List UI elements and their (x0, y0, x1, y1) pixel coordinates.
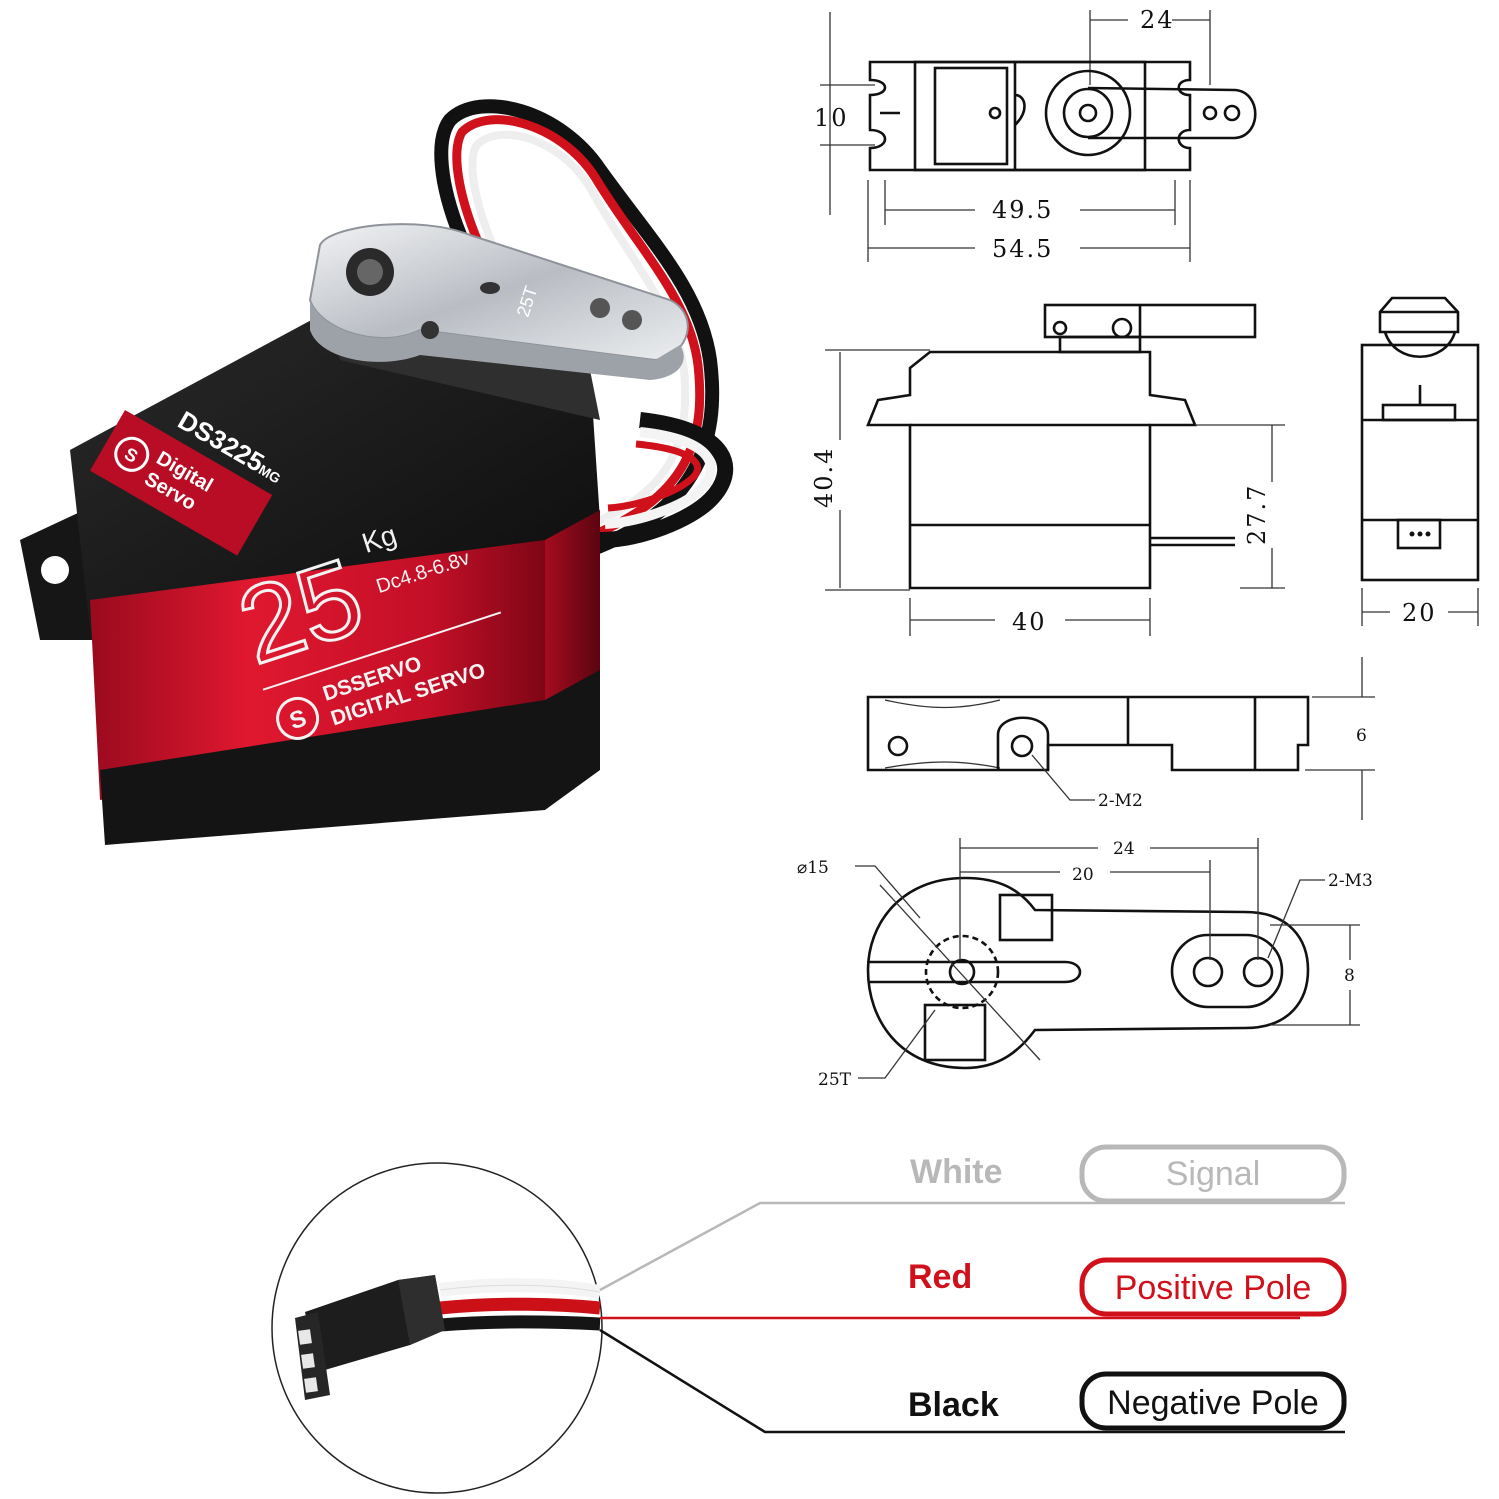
dim-horn-2-m2: 2-M2 (1098, 791, 1143, 811)
black-leader-line (599, 1328, 1345, 1434)
wire-role-signal: Signal (1166, 1155, 1261, 1193)
servo-cable (434, 99, 734, 567)
dim-front-40-4: 40.4 (810, 447, 838, 508)
drawing-top-view: 24 10 49.5 54.5 (814, 6, 1257, 263)
servo-top-cap (70, 310, 600, 630)
servo-bottom (100, 670, 600, 845)
dim-horn-24: 24 (1113, 839, 1135, 859)
model-label-box (90, 410, 273, 556)
wire-color-red: Red (908, 1258, 972, 1296)
dim-horn-2-m3: 2-M3 (1328, 871, 1373, 891)
pill-negative (1079, 1371, 1347, 1431)
drawing-side-view: 20 (1360, 296, 1480, 627)
servo-connector (295, 1275, 445, 1400)
dim-horn-20: 20 (1072, 865, 1094, 885)
dim-horn-diameter: ⌀15 (797, 858, 829, 878)
dim-side-20: 20 (1402, 599, 1437, 627)
drawing-horn-side: 6 2-M2 (866, 657, 1375, 820)
wire-color-black: Black (908, 1386, 999, 1424)
dim-top-10: 10 (814, 104, 849, 132)
wire-role-positive: Positive Pole (1115, 1269, 1312, 1307)
dim-top-49-5: 49.5 (992, 196, 1053, 224)
svg-text:S: S (286, 705, 310, 736)
brand-logo-icon (114, 436, 150, 472)
servo-photo: DS3225 MG S Digital Servo 25 Kg Dc4.8-6.… (20, 99, 734, 845)
wiring-diagram: White Signal Red Positive Pole Black Neg… (271, 1144, 1347, 1494)
pill-positive (1079, 1257, 1347, 1317)
pill-signal (1079, 1144, 1347, 1204)
dim-horn-25t: 25T (818, 1070, 852, 1090)
dim-front-40: 40 (1012, 608, 1047, 636)
wire-role-negative: Negative Pole (1107, 1384, 1319, 1422)
dim-top-24: 24 (1140, 6, 1175, 34)
drawing-horn-top: 24 20 ⌀15 2-M3 8 25T (797, 838, 1373, 1090)
wire-color-white: White (910, 1153, 1003, 1191)
front-logo-icon (276, 696, 320, 740)
dim-front-27-7: 27.7 (1243, 484, 1271, 545)
dim-horn-8: 8 (1344, 966, 1355, 986)
drawing-front-view: 40.4 27.7 40 (810, 303, 1285, 636)
dim-top-54-5: 54.5 (992, 235, 1053, 263)
dim-horn-6: 6 (1356, 726, 1367, 746)
servo-horn: 25T (308, 223, 689, 380)
